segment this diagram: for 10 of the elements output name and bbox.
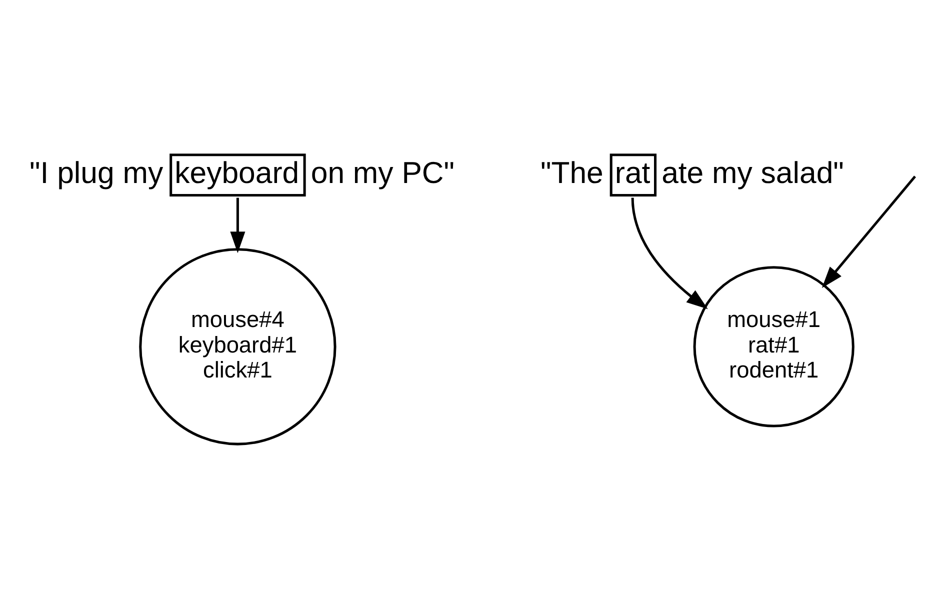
node-box: keyboard [169, 153, 306, 196]
node-label: "The [540, 156, 603, 190]
node-label: ate my salad" [661, 156, 844, 190]
node-label: "I plug my [29, 156, 163, 190]
arrow [230, 197, 245, 253]
arrow [630, 197, 708, 309]
arrow [821, 175, 916, 288]
node-circle: mouse#4 keyboard#1 click#1 [138, 248, 336, 445]
node-box: rat [609, 153, 656, 196]
node-label: on my PC" [310, 156, 454, 190]
